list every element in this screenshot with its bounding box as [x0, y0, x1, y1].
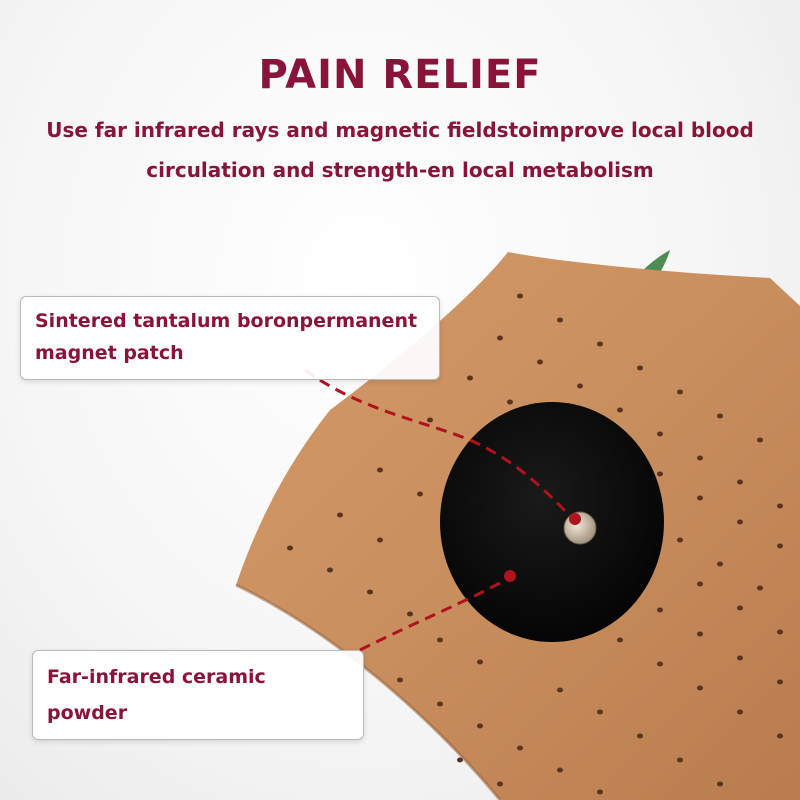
magnet-marker-dot — [569, 513, 581, 525]
patch-hole — [377, 467, 383, 473]
patch-hole — [697, 495, 703, 501]
patch-hole — [457, 757, 463, 763]
magnet-leader-line — [304, 368, 572, 518]
patch-hole — [657, 661, 663, 667]
subtitle-line-1: Use far infrared rays and magnetic field… — [46, 118, 754, 142]
patch-hole — [597, 341, 603, 347]
patch-hole — [477, 723, 483, 729]
magnet-callout-line-2: magnet patch — [35, 342, 184, 364]
patch-hole — [597, 789, 603, 795]
patch-hole — [507, 399, 513, 405]
patch-hole — [397, 677, 403, 683]
patch-hole — [427, 417, 433, 423]
page-title: PAIN RELIEF — [258, 52, 542, 98]
patch-hole — [757, 437, 763, 443]
patch-hole — [407, 611, 413, 617]
ceramic-callout-line-1: Far-infrared ceramic powder — [47, 666, 266, 724]
patch-hole — [697, 685, 703, 691]
patch-hole — [737, 605, 743, 611]
patch-hole — [497, 335, 503, 341]
patch-hole — [437, 637, 443, 643]
patch-hole — [557, 317, 563, 323]
patch-hole — [677, 389, 683, 395]
patch-hole — [777, 629, 783, 635]
patch-hole — [717, 781, 723, 787]
patch-hole — [677, 537, 683, 543]
patch-hole — [417, 491, 423, 497]
patch-hole — [737, 655, 743, 661]
patch-hole — [287, 545, 293, 551]
patch-hole — [327, 567, 333, 573]
patch-hole — [777, 733, 783, 739]
patch-hole — [737, 479, 743, 485]
patch-hole — [557, 767, 563, 773]
patch-hole — [697, 455, 703, 461]
patch-hole — [477, 659, 483, 665]
patch-holes — [287, 293, 783, 795]
subtitle-line-2: circulation and strength-en local metabo… — [146, 158, 654, 182]
patch-hole — [677, 757, 683, 763]
patch-hole — [657, 607, 663, 613]
patch-hole — [557, 687, 563, 693]
patch-hole — [577, 383, 583, 389]
patch-hole — [657, 471, 663, 477]
patch-hole — [337, 512, 343, 518]
patch-hole — [597, 709, 603, 715]
patch-hole — [757, 585, 763, 591]
patch-hole — [737, 519, 743, 525]
ceramic-leader-line — [359, 578, 506, 652]
patch-hole — [717, 413, 723, 419]
patch-hole — [777, 543, 783, 549]
patch-hole — [617, 637, 623, 643]
ceramic-marker-dot — [504, 570, 516, 582]
ceramic-powder-callout: Far-infrared ceramic powder — [32, 650, 364, 740]
patch-hole — [717, 561, 723, 567]
patch-hole — [657, 431, 663, 437]
patch-hole — [637, 365, 643, 371]
patch-hole — [737, 709, 743, 715]
patch-hole — [637, 733, 643, 739]
patch-hole — [437, 701, 443, 707]
patch-hole — [377, 537, 383, 543]
patch-hole — [517, 745, 523, 751]
patch-hole — [497, 781, 503, 787]
patch-hole — [777, 679, 783, 685]
patch-hole — [617, 407, 623, 413]
patch-hole — [777, 503, 783, 509]
far-infrared-pad — [440, 402, 664, 642]
patch-hole — [537, 359, 543, 365]
magnet-callout-line-1: Sintered tantalum boronpermanent — [35, 310, 418, 332]
patch-shadow-edge — [235, 583, 502, 800]
magnet-patch-callout: Sintered tantalum boronpermanent magnet … — [20, 296, 440, 380]
patch-hole — [367, 589, 373, 595]
patch-hole — [697, 631, 703, 637]
patch-hole — [697, 581, 703, 587]
patch-hole — [467, 375, 473, 381]
patch-hole — [517, 293, 523, 299]
